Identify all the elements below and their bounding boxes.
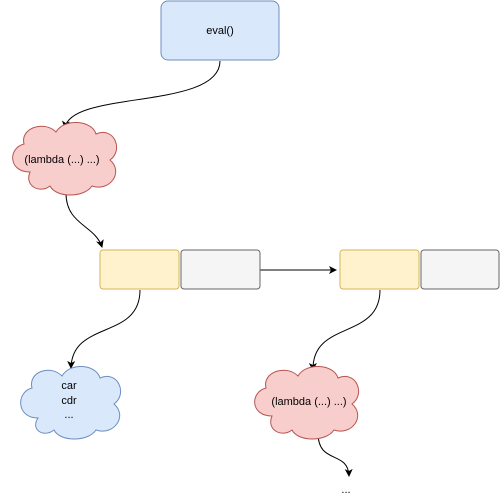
edge-cell2-to-lambda [308,289,381,371]
edges [61,60,381,477]
eval-box [160,0,280,61]
cons-cell-1 [99,249,261,290]
cdr-label: cdr [61,395,77,407]
edge-cell1-to-carcdr [67,289,141,369]
lambda-cloud-shape [254,366,359,440]
edge-eval-to-lambda [61,60,221,129]
car-label: car [61,380,77,392]
lambda-top-label: (lambda (...) ...) [24,154,99,166]
cons-cell-2-car [339,249,420,290]
edge-lambda-to-cell [65,192,104,248]
lambda-bottom-label: (lambda (...) ...) [271,396,346,408]
cons-cell-2 [339,249,500,290]
car-cdr-cloud: car cdr ... [20,366,121,440]
lambda-cloud-top: (lambda (...) ...) [12,122,117,196]
cons-cell-1-car [99,249,180,290]
eval-label: eval() [206,25,234,37]
cons-cell-1-cdr [180,249,261,290]
car-cdr-ellipsis-label: ... [64,409,73,421]
lambda-cloud-shape [12,122,117,196]
cons-cell-2-cdr [420,249,500,290]
car-cdr-cloud-shape [20,366,121,440]
continuation-ellipsis: ... [341,484,350,496]
eval-node: eval() [160,0,280,61]
lambda-cloud-bottom: (lambda (...) ...) [254,366,359,440]
edge-lambda-to-ellipsis [317,432,353,477]
